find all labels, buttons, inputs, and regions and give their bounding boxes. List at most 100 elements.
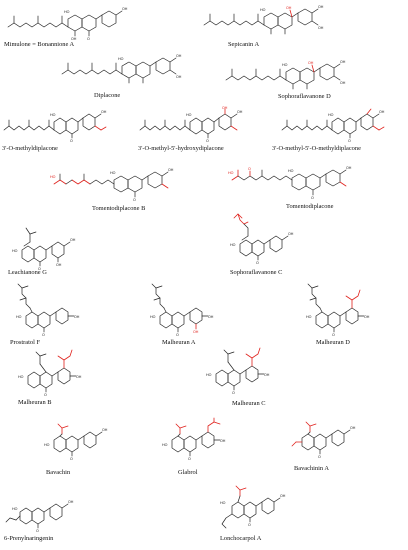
compound-lonchocarpol-a: HO OH O Lonchocarpol A xyxy=(214,484,304,542)
svg-text:O: O xyxy=(70,457,73,461)
compound-glabrol: HO OH O Glabrol xyxy=(158,417,258,476)
compound-label: Diplacone xyxy=(94,92,121,99)
svg-text:HO: HO xyxy=(230,243,236,247)
structure-methyl-hydroxydiplacone: HO OH OH O xyxy=(139,106,243,143)
svg-text:HO: HO xyxy=(220,501,226,505)
svg-text:OH: OH xyxy=(220,439,226,443)
svg-text:OH: OH xyxy=(71,37,77,41)
compound-label: 3'-O-methyl-5'-O-methyldiplacone xyxy=(272,145,361,152)
svg-text:OH: OH xyxy=(379,110,385,114)
structure-methyl-methyldiplacone: HO OH O xyxy=(281,108,385,143)
compound-sophoraflavanone-c: HO OH O Sophoraflavanone C xyxy=(222,213,322,276)
compound-diplacone: HO OH OH Diplacone xyxy=(58,50,208,99)
svg-text:HO: HO xyxy=(110,171,116,175)
svg-text:O: O xyxy=(133,198,136,202)
structure-lonchocarpol-a: HO OH O xyxy=(220,485,286,529)
svg-text:HO: HO xyxy=(12,249,18,253)
svg-text:HO: HO xyxy=(260,8,266,12)
svg-text:OH: OH xyxy=(193,330,199,334)
compound-label: 6-Prenylnaringenin xyxy=(4,535,54,542)
compound-label: Glabrol xyxy=(178,469,198,476)
svg-text:O: O xyxy=(38,267,41,271)
compound-malheuran-b: HO OH O Malheuran B xyxy=(14,348,104,406)
compound-sepicanin-a: HO OH OH OH Sepicanin A xyxy=(200,1,350,48)
compound-label: Malheuran A xyxy=(162,339,196,346)
compound-methyldiplacone: HO OH O 3'-O-methyldiplacone xyxy=(2,106,122,152)
compound-label: Tomentodiplacone xyxy=(286,203,334,210)
compound-leachianone-g: HO OH OH O Leachianone G xyxy=(8,224,88,276)
structure-prenylnaringenin: HO OH O xyxy=(5,500,74,533)
svg-text:O: O xyxy=(188,457,191,461)
structure-glabrol: HO OH O xyxy=(162,417,226,461)
compound-label: Lonchocarpol A xyxy=(220,535,262,542)
svg-text:O: O xyxy=(36,529,39,533)
svg-text:HO: HO xyxy=(16,315,22,319)
svg-text:OH: OH xyxy=(56,263,62,267)
svg-text:OH: OH xyxy=(308,61,314,65)
compound-label: Sepicanin A xyxy=(228,41,260,48)
structure-methyldiplacone: HO OH O xyxy=(3,110,107,143)
compound-label: Tomentodiplacone B xyxy=(92,205,146,212)
svg-text:OH: OH xyxy=(222,106,228,110)
compound-label: Malheuran B xyxy=(18,399,52,406)
compound-label: Malheuran C xyxy=(232,400,266,407)
compound-label: Malheuran D xyxy=(316,339,350,346)
svg-text:HO: HO xyxy=(228,171,234,175)
svg-text:HO: HO xyxy=(64,10,70,14)
structure-malheuran-d: HO OH O xyxy=(306,283,370,337)
svg-text:O: O xyxy=(206,139,209,143)
svg-text:OH: OH xyxy=(208,315,214,319)
compound-sophoraflavanone-d: HO OH OH OH Sophoraflavanone D xyxy=(222,56,372,100)
structure-diplacone: HO OH OH xyxy=(61,54,182,84)
svg-text:OH: OH xyxy=(122,7,128,11)
svg-text:OH: OH xyxy=(70,238,76,242)
svg-text:O: O xyxy=(232,391,235,395)
svg-text:OH: OH xyxy=(168,168,174,172)
compound-label: Bavachin xyxy=(46,469,71,476)
svg-text:O: O xyxy=(42,333,45,337)
compound-label: Prostratol F xyxy=(10,339,41,346)
svg-text:O: O xyxy=(70,139,73,143)
svg-text:HO: HO xyxy=(328,113,334,117)
svg-text:HO: HO xyxy=(306,315,312,319)
svg-text:O: O xyxy=(318,455,321,459)
svg-text:OH: OH xyxy=(340,81,346,85)
svg-text:OH: OH xyxy=(264,373,270,377)
structure-sophoraflavanone-d: HO OH OH OH xyxy=(225,60,346,90)
structure-bavachinin-a: OH O xyxy=(291,421,356,459)
svg-text:OH: OH xyxy=(74,315,80,319)
svg-text:HO: HO xyxy=(18,375,24,379)
compound-label: Sophoraflavanone D xyxy=(278,93,331,100)
svg-text:OH: OH xyxy=(286,6,292,10)
compound-label: 3'-O-methyldiplacone xyxy=(2,145,58,152)
compound-mimulone: HO OH O OH Mimulone = Bonannione A xyxy=(4,3,154,48)
svg-text:OH: OH xyxy=(350,426,356,430)
svg-text:OH: OH xyxy=(68,500,74,504)
compound-malheuran-a: HO OH OH O Malheuran A xyxy=(140,282,230,346)
svg-text:OH: OH xyxy=(176,75,182,79)
svg-text:O: O xyxy=(87,37,90,41)
compound-bavachinin-a: OH O Bavachinin A xyxy=(284,420,384,472)
compound-label: Bavachinin A xyxy=(294,465,329,472)
svg-text:HO: HO xyxy=(186,113,192,117)
svg-text:HO: HO xyxy=(282,63,288,67)
svg-text:O: O xyxy=(176,333,179,337)
compound-label: 3'-O-methyl-5'-hydroxydiplacone xyxy=(138,145,224,152)
structure-tomentodiplacone: HO O HO OH O xyxy=(228,166,352,200)
svg-text:OH: OH xyxy=(346,166,352,170)
svg-text:HO: HO xyxy=(12,507,18,511)
compound-methyl-hydroxydiplacone: HO OH OH O 3'-O-methyl-5'-hydroxydiplaco… xyxy=(138,106,258,152)
compound-prostratol-f: HO OH O Prostratol F xyxy=(6,282,96,346)
svg-text:HO: HO xyxy=(288,169,294,173)
compound-malheuran-d: HO OH O Malheuran D xyxy=(296,282,386,346)
svg-text:O: O xyxy=(332,333,335,337)
compound-malheuran-c: HO OH O Malheuran C xyxy=(202,346,292,407)
svg-text:OH: OH xyxy=(76,375,82,379)
compound-label: Mimulone = Bonannione A xyxy=(4,41,75,48)
svg-text:HO: HO xyxy=(206,373,212,377)
svg-text:OH: OH xyxy=(237,110,243,114)
svg-text:O: O xyxy=(248,167,251,171)
svg-text:O: O xyxy=(256,261,259,265)
structure-sophoraflavanone-c: HO OH O xyxy=(230,213,294,265)
structure-malheuran-b: HO OH O xyxy=(18,349,82,397)
